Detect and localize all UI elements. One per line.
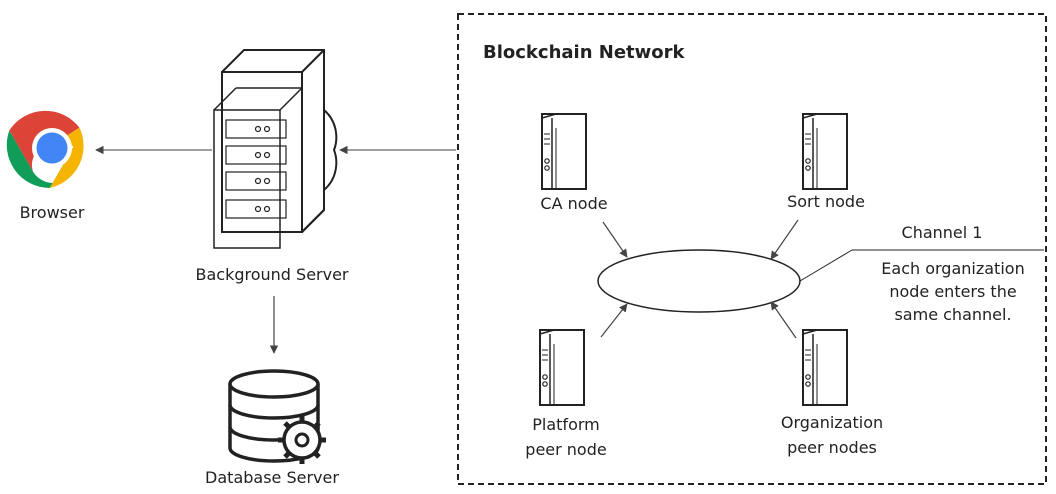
sort-node-server-icon: [802, 113, 848, 190]
arrow-ca-to-channel: [602, 221, 628, 258]
ca-node-server-icon: [541, 113, 587, 190]
sort-node-label: Sort node: [787, 192, 865, 211]
browser-label: Browser: [19, 203, 85, 222]
database-server-label: Database Server: [205, 468, 339, 487]
arrow-platform-to-channel: [600, 303, 628, 338]
channel-name-label: Channel 1: [901, 223, 983, 242]
organization-peer-nodes-label-line2: peer nodes: [787, 438, 877, 457]
chrome-icon: [6, 110, 84, 188]
channel-note-line3: same channel.: [894, 305, 1012, 324]
channel-callout-leader: [799, 249, 853, 282]
blockchain-network-title: Blockchain Network: [483, 42, 685, 63]
platform-peer-node-label-line1: Platform: [532, 415, 600, 434]
ca-node-label: CA node: [540, 194, 608, 213]
blockchain-network-boundary: [457, 13, 1047, 485]
background-server-label: Background Server: [195, 265, 349, 284]
server-rack-icon: [213, 49, 338, 249]
organization-peer-nodes-label-line1: Organization: [780, 413, 884, 432]
platform-peer-node-server-icon: [539, 329, 585, 406]
arrow-sort-to-channel: [770, 219, 799, 260]
database-gear-icon: [228, 369, 326, 464]
channel-ellipse: [597, 249, 801, 313]
channel-note-line2: node enters the: [889, 282, 1017, 301]
platform-peer-node-label-line2: peer node: [525, 440, 607, 459]
organization-peer-node-server-icon: [802, 329, 848, 406]
arrow-organization-to-channel: [770, 301, 797, 339]
channel-note: Each organization node enters the same c…: [868, 257, 1038, 326]
channel-note-line1: Each organization: [881, 259, 1025, 278]
